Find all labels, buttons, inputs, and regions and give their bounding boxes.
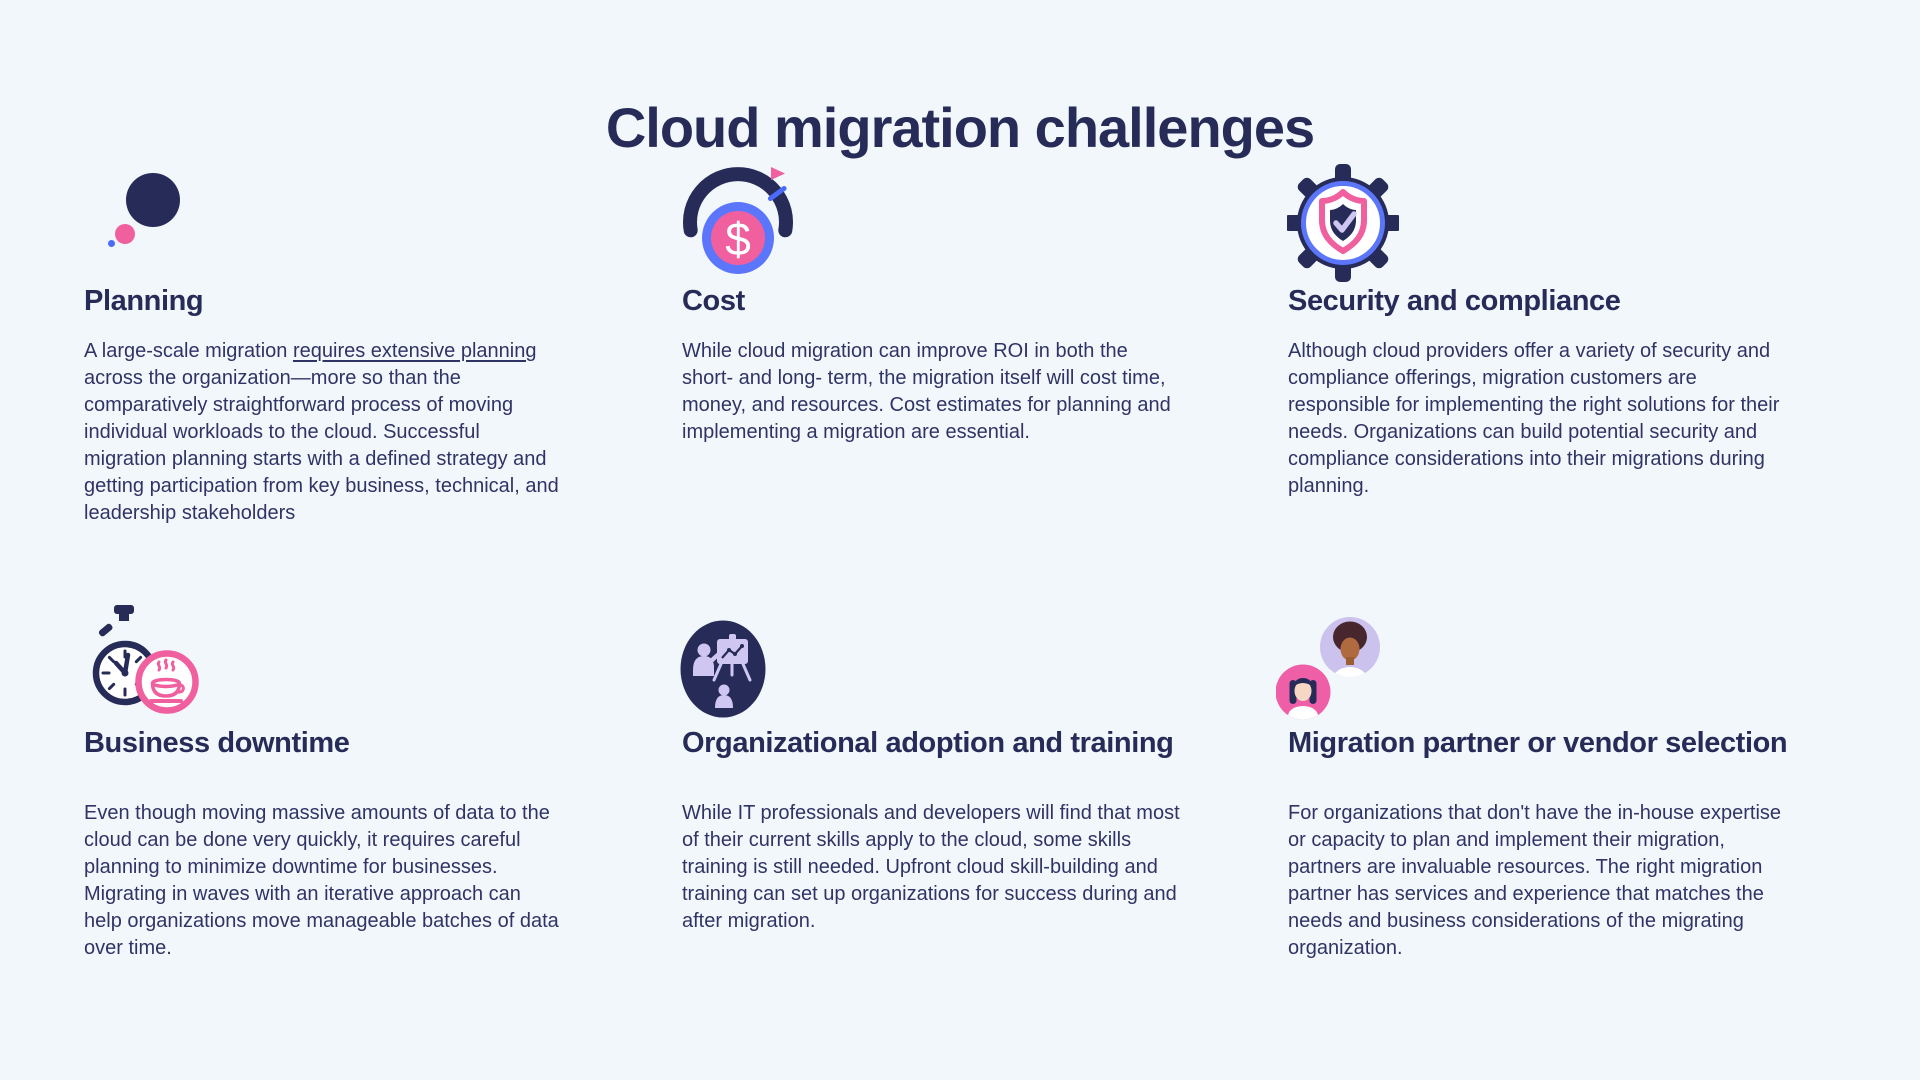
section-heading: Organizational adoption and training	[682, 727, 1174, 759]
card-training: Organizational adoption and training Whi…	[680, 600, 1202, 1030]
section-body: For organizations that don't have the in…	[1288, 800, 1788, 962]
svg-text:$: $	[725, 213, 751, 265]
card-planning: Planning A large-scale migration require…	[84, 150, 604, 590]
body-text: A large-scale migration	[84, 340, 293, 362]
card-security: Security and compliance Although cloud p…	[1284, 150, 1808, 590]
card-cost: $ Cost While cloud migration can improve…	[682, 150, 1202, 590]
section-body: Even though moving massive amounts of da…	[84, 800, 559, 962]
card-partner: Migration partner or vendor selection Fo…	[1275, 600, 1808, 1030]
partner-avatars-icon	[1275, 610, 1382, 731]
security-shield-gear-icon	[1284, 162, 1402, 287]
section-body: A large-scale migration requires extensi…	[84, 338, 559, 527]
stopwatch-coffee-icon	[92, 605, 200, 724]
section-body: Although cloud providers offer a variety…	[1288, 338, 1788, 500]
planning-large-circle	[126, 173, 180, 227]
section-heading: Migration partner or vendor selection	[1288, 727, 1788, 759]
body-text: While IT professionals and developers wi…	[682, 802, 1180, 932]
body-text: For organizations that don't have the in…	[1288, 802, 1782, 959]
section-heading: Security and compliance	[1288, 285, 1621, 317]
cost-gauge-icon: $	[676, 158, 798, 285]
section-heading: Cost	[682, 285, 745, 317]
planning-pink-circle	[115, 224, 135, 244]
planning-blue-dot	[108, 240, 115, 247]
body-text: across the organization—more so than the…	[84, 367, 559, 524]
section-heading: Business downtime	[84, 727, 350, 759]
presentation-training-icon	[680, 620, 766, 723]
planning-link[interactable]: requires extensive planning	[292, 340, 537, 362]
body-text: Although cloud providers offer a variety…	[1288, 340, 1780, 497]
section-body: While IT professionals and developers wi…	[682, 800, 1182, 935]
card-downtime: Business downtime Even though moving mas…	[84, 600, 604, 1030]
section-body: While cloud migration can improve ROI in…	[682, 338, 1182, 446]
body-text: While cloud migration can improve ROI in…	[682, 340, 1171, 443]
page-title: Cloud migration challenges	[605, 95, 1315, 159]
body-text: Even though moving massive amounts of da…	[84, 802, 559, 959]
section-heading: Planning	[84, 285, 204, 317]
